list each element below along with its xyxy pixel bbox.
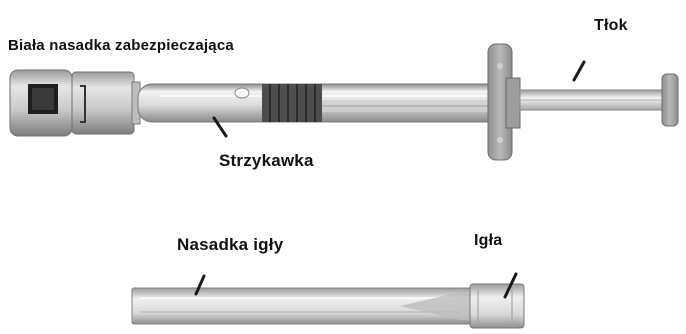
label-syringe: Strzykawka (219, 151, 314, 171)
plunger (520, 74, 678, 126)
needle-hub (470, 284, 524, 328)
needle-assembly (132, 284, 524, 328)
syringe-assembly (10, 44, 678, 160)
leader-line-plunger (574, 62, 584, 80)
label-needle-cap: Nasadka igły (177, 235, 283, 255)
needle-cap (132, 288, 472, 324)
label-plunger: Tłok (594, 17, 628, 35)
safety-cap (10, 70, 140, 136)
label-needle: Igła (474, 232, 502, 250)
finger-flange (488, 44, 520, 160)
label-safety-cap: Biała nasadka zabezpieczająca (8, 37, 234, 54)
syringe-barrel (138, 84, 508, 122)
